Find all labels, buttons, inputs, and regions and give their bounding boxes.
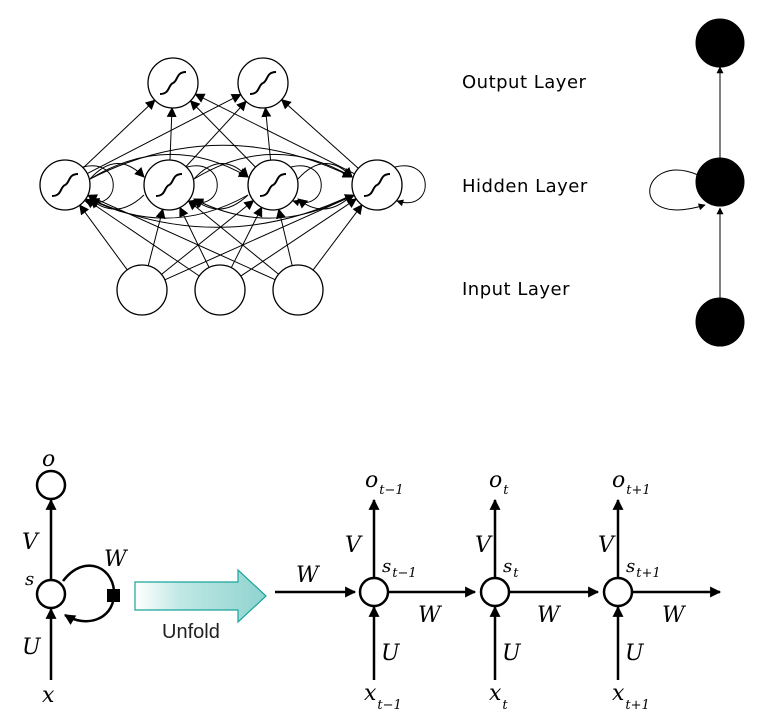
hidden-self-loop-edge: [82, 165, 114, 207]
hidden-to-output-edge: [189, 100, 256, 168]
delay-square-icon: [107, 589, 120, 602]
output-label: ot: [489, 468, 509, 498]
label-w: W: [104, 547, 129, 572]
sigmoid-icon: [259, 173, 287, 197]
label-x: x: [42, 683, 55, 708]
input-to-hidden-edge: [164, 194, 356, 281]
input-to-hidden-edge: [312, 204, 363, 271]
hidden-to-output-edge: [86, 93, 242, 174]
timestep-t: ot V st W U xt: [475, 468, 600, 713]
hidden-to-output-edge: [166, 106, 177, 161]
hidden-recurrent-edge: [89, 163, 145, 180]
sigmoid-icon: [249, 71, 277, 95]
label-o: o: [42, 447, 55, 472]
state-node-s: [35, 578, 67, 610]
input-to-hidden-edge: [161, 200, 255, 275]
feedforward-connections: [79, 93, 426, 281]
input-to-hidden-edge: [86, 194, 276, 281]
input-to-hidden-edge: [179, 206, 210, 268]
v-label: V: [598, 533, 616, 558]
input-to-hidden-edge: [276, 208, 293, 266]
hidden-recurrent-edge: [297, 163, 353, 180]
input-neuron: [116, 264, 168, 316]
unfold-arrow: Unfold: [134, 568, 267, 643]
hidden-to-output-edge: [82, 99, 156, 169]
sigmoid-icon: [155, 173, 183, 197]
hidden-recurrent-edge: [193, 163, 249, 180]
v-label: V: [475, 533, 493, 558]
input-to-hidden-edge: [79, 204, 128, 271]
sigmoid-icon: [363, 173, 391, 197]
hidden-layer-label: Hidden Layer: [462, 176, 588, 197]
output-label: ot−1: [365, 468, 404, 498]
output-label: ot+1: [612, 468, 651, 498]
timestep-t-minus-1: ot−1 V st−1 W U xt−1: [345, 468, 477, 713]
black-hidden-node: [695, 157, 745, 207]
unfold-label: Unfold: [162, 621, 220, 643]
w-label: W: [418, 603, 443, 628]
u-label: U: [381, 641, 401, 666]
incoming-w-label: W: [296, 563, 321, 588]
hidden-self-loop-edge: [394, 165, 426, 207]
hidden-to-output-edge: [280, 99, 359, 169]
hidden-recurrent-edge: [89, 153, 249, 180]
input-to-hidden-edge: [240, 198, 358, 277]
black-output-node: [695, 18, 745, 68]
w-label: W: [537, 603, 562, 628]
label-s: s: [25, 569, 34, 590]
unfold-arrow-shape: [134, 568, 267, 624]
label-v: V: [22, 530, 40, 555]
state-node: [479, 576, 511, 608]
input-label: xt−1: [364, 681, 402, 713]
hidden-to-output-edge: [185, 100, 247, 167]
input-neuron: [194, 264, 246, 316]
input-layer-label: Input Layer: [462, 279, 570, 300]
state-node: [358, 576, 390, 608]
black-input-node: [695, 297, 745, 347]
state-node: [602, 576, 634, 608]
hidden-recurrent-edge: [89, 144, 353, 180]
input-neuron: [272, 264, 324, 316]
u-label: U: [502, 641, 522, 666]
sigmoid-icon: [51, 173, 79, 197]
compact-rnn-schematic: [649, 18, 745, 347]
hidden-self-loop-edge: [186, 165, 218, 207]
hidden-recurrent-edge: [193, 153, 353, 180]
input-label: xt+1: [612, 681, 650, 713]
timestep-t-plus-1: ot+1 V st+1 W U xt+1: [598, 468, 722, 713]
hidden-to-output-edge: [261, 106, 272, 161]
input-label: xt: [489, 681, 508, 713]
input-to-hidden-edge: [147, 208, 166, 266]
state-label: st−1: [382, 556, 417, 581]
hidden-to-output-edge: [194, 93, 355, 175]
sigmoid-icon: [159, 71, 187, 95]
feedforward-nodes: [39, 57, 403, 316]
recurrent-w-loop: [62, 564, 116, 625]
hidden-recurrent-edge: [193, 194, 249, 210]
compact-rnn: o V s W U x: [22, 447, 129, 708]
output-layer-label: Output Layer: [462, 72, 587, 93]
hidden-self-loop-edge: [649, 169, 706, 211]
state-label: st: [503, 556, 519, 581]
hidden-recurrent-edge: [193, 194, 353, 219]
unrolled-rnn: W ot−1 V st−1 W U xt−1 ot V st W U xt: [275, 468, 722, 713]
label-u: U: [22, 635, 42, 660]
input-to-hidden-edge: [84, 198, 200, 277]
output-node-o: [35, 469, 67, 501]
u-label: U: [625, 641, 645, 666]
v-label: V: [345, 533, 363, 558]
w-label: W: [662, 603, 687, 628]
hidden-self-loop-edge: [290, 165, 322, 207]
state-label: st+1: [626, 556, 661, 581]
